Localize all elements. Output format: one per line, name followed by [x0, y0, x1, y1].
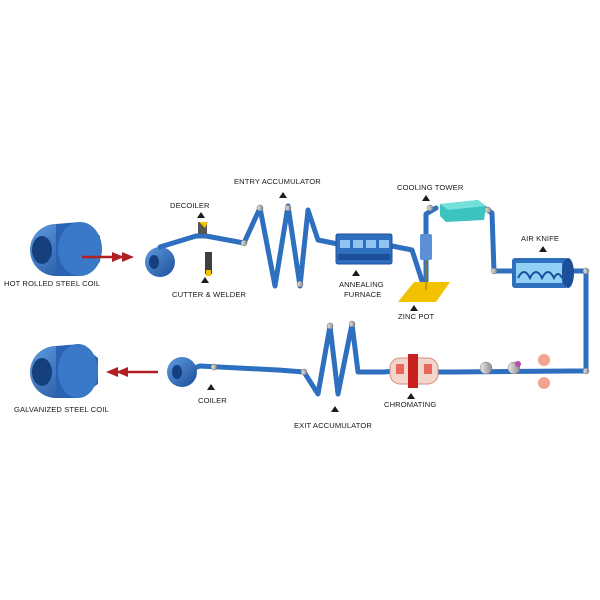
zinc-pot-label: ZINC POT: [398, 312, 434, 321]
decoiler-pointer-icon: [197, 212, 205, 218]
furnace-label: FURNACE: [344, 290, 381, 299]
chromating-pointer-icon: [407, 393, 415, 399]
chromating-unit-icon: [389, 354, 439, 388]
decoiler-label: DECOILER: [170, 201, 210, 210]
cutter-welder-label: CUTTER & WELDER: [172, 290, 246, 299]
furnace-pointer-icon: [352, 270, 360, 276]
cooling-tower-label: COOLING TOWER: [397, 183, 464, 192]
air-knife-pointer-icon: [539, 246, 547, 252]
air-knife-label: AIR KNIFE: [521, 234, 559, 243]
cooling-tower-pointer-icon: [422, 195, 430, 201]
galvanized-coil-icon: [30, 344, 98, 398]
exit-accumulator-label: EXIT ACCUMULATOR: [294, 421, 372, 430]
entry-accumulator-pointer-icon: [279, 192, 287, 198]
cooling-tower-icon: [440, 200, 486, 222]
air-knife-icon: [512, 258, 574, 288]
hot-rolled-coil-label: HOT ROLLED STEEL COIL: [4, 279, 100, 288]
label-pointers: [197, 192, 547, 412]
guide-rollers-icon: [210, 204, 590, 376]
coiler-icon: [167, 357, 197, 387]
exit-accumulator-pointer-icon: [331, 406, 339, 412]
zinc-pot-pointer-icon: [410, 305, 418, 311]
finishing-rollers-icon: [479, 354, 550, 389]
zinc-pot-icon: [398, 234, 450, 302]
entry-arrows-icon: [82, 252, 134, 262]
chromating-label: CHROMATING: [384, 400, 436, 409]
decoiler-unit-icon: [198, 222, 212, 276]
coiler-label: COILER: [198, 396, 227, 405]
hot-rolled-coil-icon: [30, 222, 102, 276]
annealing-label: ANNEALING: [339, 280, 384, 289]
decoiler-coil-icon: [145, 247, 175, 277]
annealing-furnace-icon: [335, 233, 393, 265]
entry-accumulator-label: ENTRY ACCUMULATOR: [234, 177, 321, 186]
coiler-pointer-icon: [207, 384, 215, 390]
cutter-pointer-icon: [201, 277, 209, 283]
exit-arrows-icon: [106, 367, 158, 377]
galvanized-coil-label: GALVANIZED STEEL COIL: [14, 405, 109, 414]
